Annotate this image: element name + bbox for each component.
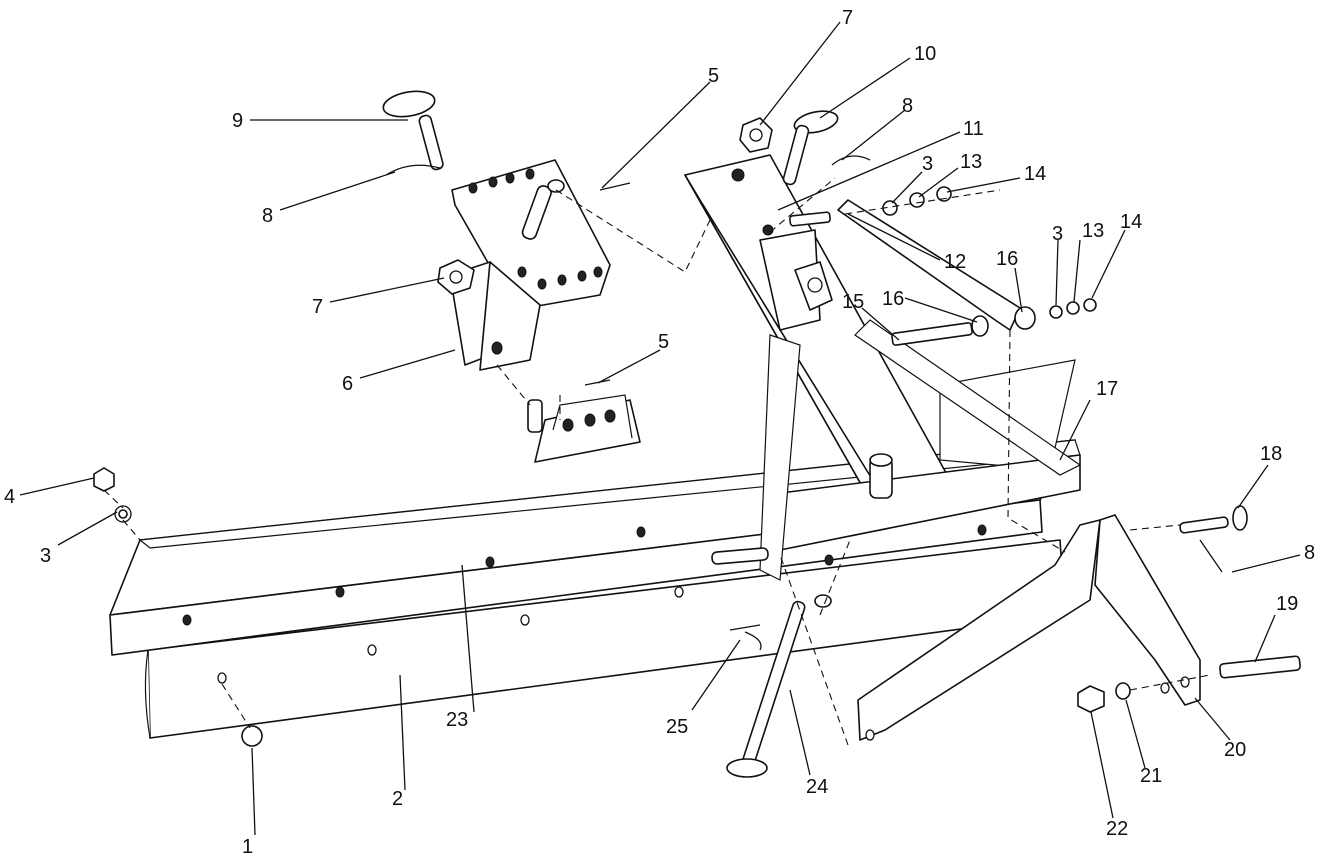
callout-4: 4 xyxy=(4,486,15,508)
callout-6: 6 xyxy=(342,373,353,395)
callout-8: 8 xyxy=(262,205,273,227)
callout-3: 3 xyxy=(40,545,51,567)
callout-5: 5 xyxy=(658,331,669,353)
swivel-base xyxy=(527,394,641,463)
callout-21: 21 xyxy=(1140,765,1162,787)
callout-8: 8 xyxy=(1304,542,1315,564)
callout-7: 7 xyxy=(842,7,853,29)
callout-9: 9 xyxy=(232,110,243,132)
callout-16: 16 xyxy=(882,288,904,310)
callout-14: 14 xyxy=(1024,163,1046,185)
callout-3: 3 xyxy=(1052,223,1063,245)
callout-5: 5 xyxy=(708,65,719,87)
callout-18: 18 xyxy=(1260,443,1282,465)
callout-25: 25 xyxy=(666,716,688,738)
callout-15: 15 xyxy=(842,291,864,313)
leader-lines xyxy=(19,21,1301,836)
swivel-plate xyxy=(449,159,611,371)
assembly-lines xyxy=(103,177,1211,746)
callout-2: 2 xyxy=(392,788,403,810)
callout-8: 8 xyxy=(902,95,913,117)
callout-13: 13 xyxy=(1082,220,1104,242)
callout-14: 14 xyxy=(1120,211,1142,233)
callout-10: 10 xyxy=(914,43,936,65)
callout-24: 24 xyxy=(806,776,828,798)
callout-1: 1 xyxy=(242,836,253,858)
callout-12: 12 xyxy=(944,251,966,273)
hardware xyxy=(93,90,1301,778)
callout-13: 13 xyxy=(960,151,982,173)
callout-20: 20 xyxy=(1224,739,1246,761)
cutting-edge-blade xyxy=(144,539,1066,739)
callout-17: 17 xyxy=(1096,378,1118,400)
callout-11: 11 xyxy=(963,118,984,140)
callout-7: 7 xyxy=(312,296,323,318)
callout-3: 3 xyxy=(922,153,933,175)
callout-labels: 1 2 3 4 5 5 6 7 7 8 8 8 9 10 11 12 3 13 … xyxy=(4,7,1315,858)
a-frame-tongue xyxy=(684,154,1082,581)
callout-23: 23 xyxy=(446,709,468,731)
callout-16: 16 xyxy=(996,248,1018,270)
callout-19: 19 xyxy=(1276,593,1298,615)
callout-22: 22 xyxy=(1106,818,1128,840)
moldboard-blade xyxy=(109,359,1081,656)
